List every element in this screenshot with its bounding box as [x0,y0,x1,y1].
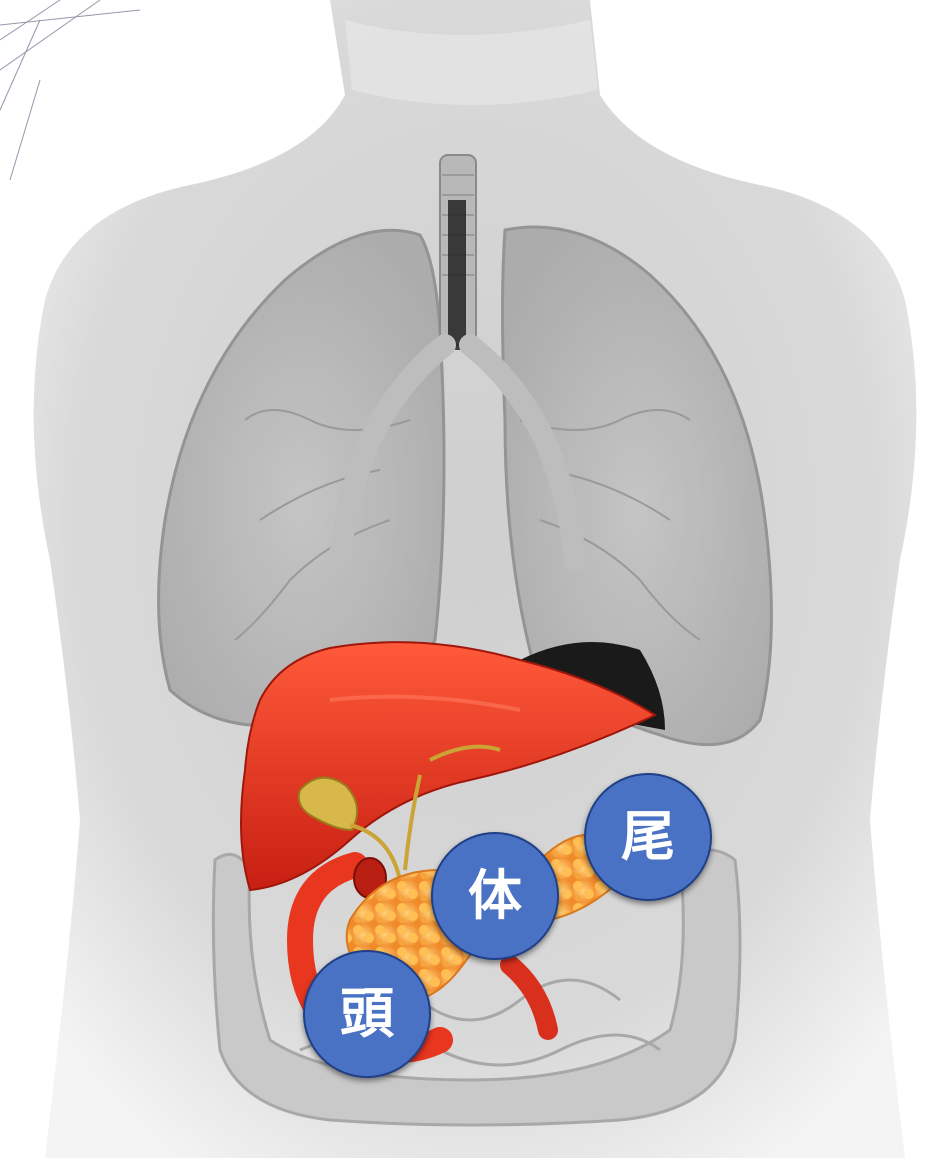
pancreas-tail-label: 尾 [584,773,712,901]
esophagus-dark [448,200,466,350]
pancreas-head-label: 頭 [303,950,431,1078]
pancreas-body-label: 体 [431,832,559,960]
corner-decoration [0,0,140,180]
